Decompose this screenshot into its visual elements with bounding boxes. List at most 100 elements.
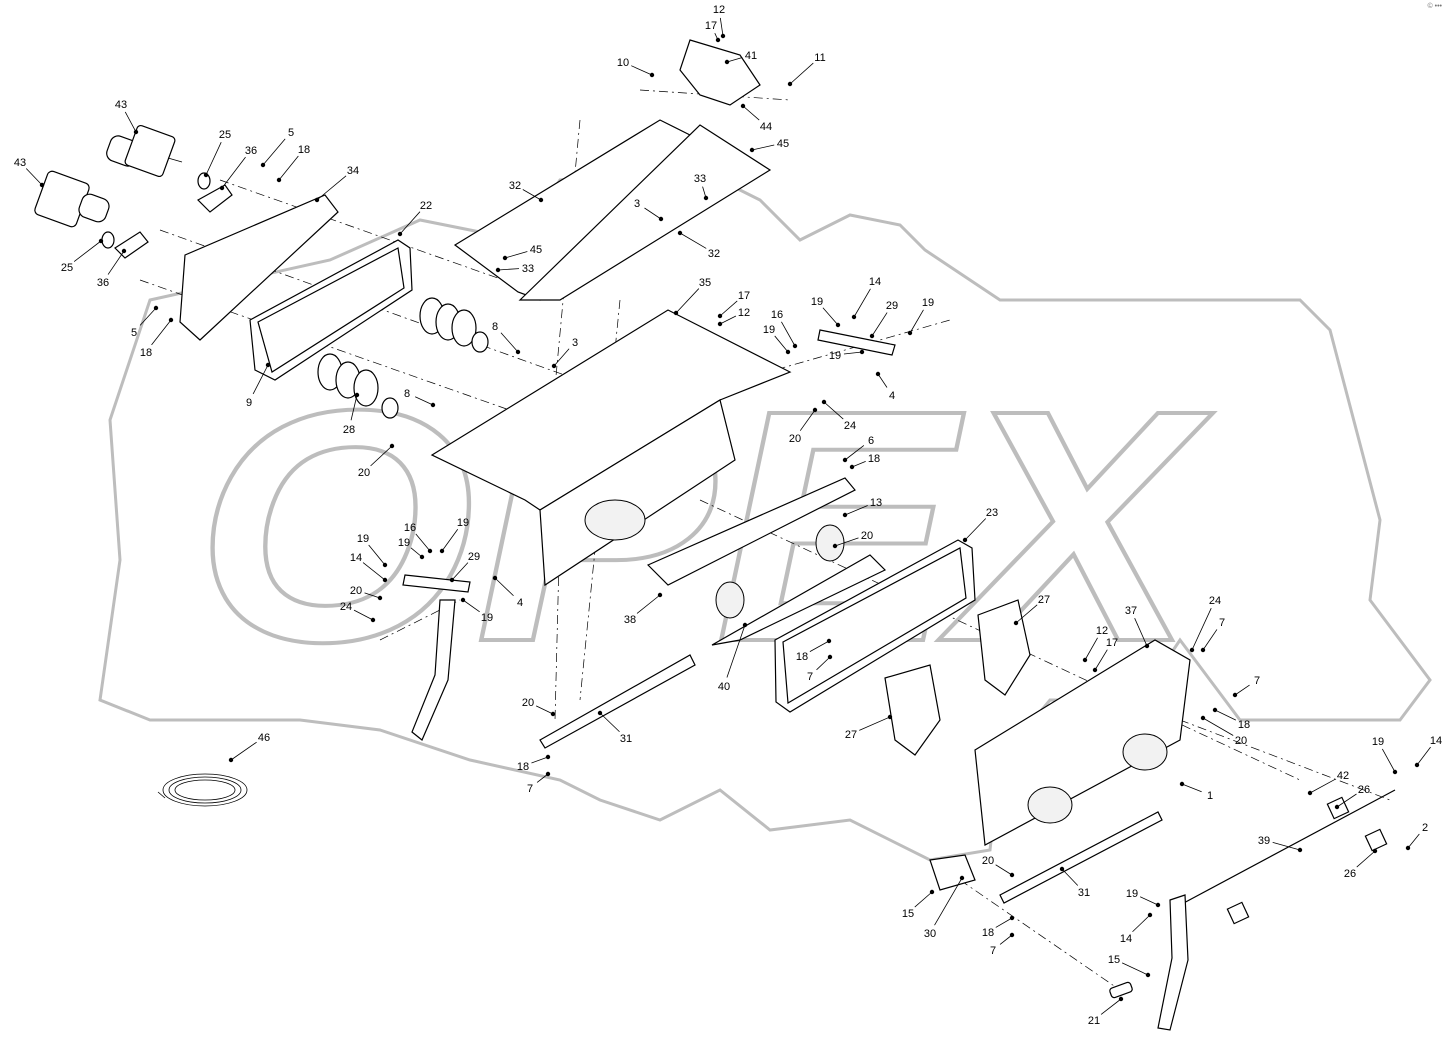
hand-lever-left: [411, 599, 456, 741]
callout-leader: [504, 251, 528, 259]
control-shaft: [1179, 789, 1396, 906]
callout-number: 12: [738, 307, 750, 319]
hardware-point: [1212, 707, 1218, 713]
callout-number: 18: [298, 144, 310, 156]
callout-31: 31: [1059, 866, 1090, 899]
callout-number: 29: [886, 300, 898, 312]
callout-31: 31: [597, 710, 632, 745]
funnel-tray: [646, 477, 856, 586]
callout-16: 16: [771, 309, 798, 349]
hardware-point: [1334, 804, 1340, 810]
callout-number: 19: [763, 324, 775, 336]
callout-18: 18: [276, 144, 310, 183]
callout-number: 20: [982, 855, 994, 867]
callout-number: 28: [343, 424, 355, 436]
callout-leader: [205, 141, 222, 176]
callout-17: 17: [1092, 637, 1118, 673]
callout-number: 7: [807, 671, 813, 683]
callout-5: 5: [131, 305, 159, 339]
callout-leader: [995, 864, 1013, 876]
callout-27: 27: [845, 714, 893, 741]
callout-number: 31: [1078, 887, 1090, 899]
callout-number: 19: [811, 296, 823, 308]
callout-19: 19: [811, 296, 841, 328]
callout-10: 10: [617, 57, 655, 78]
hardware-point: [677, 230, 683, 236]
callout-20: 20: [1200, 715, 1247, 747]
hardware-point: [502, 255, 508, 261]
hardware-point: [1144, 643, 1150, 649]
hardware-point: [673, 310, 679, 316]
bracket-plate: [929, 854, 976, 891]
hardware-point: [597, 710, 603, 716]
callout-8: 8: [404, 388, 436, 408]
callout-20: 20: [832, 530, 873, 549]
callout-number: 15: [902, 908, 914, 920]
callout-leader: [1100, 998, 1122, 1015]
callout-leader: [843, 351, 863, 355]
callout-leader: [1140, 896, 1159, 906]
callout-leader: [353, 609, 374, 621]
spout-left: [884, 664, 941, 756]
hardware-point: [382, 562, 388, 568]
callout-number: 5: [288, 127, 294, 139]
hardware-point: [98, 238, 104, 244]
callout-number: 43: [115, 99, 127, 111]
callout-leader: [751, 144, 775, 151]
hardware-point: [377, 595, 383, 601]
callout-number: 14: [869, 276, 881, 288]
callout-20: 20: [522, 697, 556, 717]
drive-motor-upper: [106, 124, 183, 178]
callout-number: 34: [347, 165, 359, 177]
hardware-point: [121, 248, 127, 254]
callout-leader: [636, 594, 661, 614]
callout-25: 25: [203, 129, 231, 178]
callout-leader: [441, 529, 459, 552]
callout-number: 44: [760, 121, 772, 133]
callout-leader: [410, 547, 423, 558]
callout-30: 30: [924, 875, 965, 940]
callout-number: 3: [634, 198, 640, 210]
callout-leader: [774, 335, 789, 353]
callout-26: 26: [1344, 848, 1378, 880]
linkage-lever-left: [402, 574, 471, 593]
hardware-point: [153, 305, 159, 311]
callout-18: 18: [849, 453, 880, 470]
callout-17: 17: [705, 20, 721, 43]
hardware-point: [1307, 790, 1313, 796]
hardware-point: [826, 638, 832, 644]
callout-14: 14: [1120, 912, 1153, 945]
callout-leader: [415, 533, 431, 552]
callout-leader: [809, 640, 830, 652]
callout-number: 45: [777, 138, 789, 150]
hardware-point: [785, 349, 791, 355]
callout-leader: [536, 773, 549, 783]
callout-20: 20: [982, 855, 1015, 878]
hardware-point: [370, 617, 376, 623]
callout-32: 32: [509, 180, 544, 203]
callout-8: 8: [492, 321, 521, 355]
callout-41: 41: [724, 50, 757, 65]
callout-leader: [1015, 604, 1038, 624]
hardware-point: [787, 81, 793, 87]
support-strip-left: [539, 654, 696, 749]
top-cover-right: [518, 124, 772, 301]
hardware-point: [907, 330, 913, 336]
callout-number: 27: [845, 729, 857, 741]
callout-number: 33: [694, 173, 706, 185]
hardware-point: [1392, 769, 1398, 775]
callout-number: 46: [258, 732, 270, 744]
callout-46: 46: [228, 732, 270, 763]
callout-number: 19: [829, 350, 841, 362]
hardware-point: [1009, 872, 1015, 878]
hardware-point: [1009, 915, 1015, 921]
callout-23: 23: [962, 507, 998, 543]
hand-lever-right: [1157, 894, 1189, 1031]
callout-leader: [500, 332, 519, 353]
callout-33: 33: [495, 263, 534, 275]
callout-leader: [719, 17, 724, 37]
callout-leader: [1202, 629, 1218, 651]
callout-number: 19: [1372, 736, 1384, 748]
hardware-point: [869, 333, 875, 339]
callout-leader: [362, 562, 386, 581]
